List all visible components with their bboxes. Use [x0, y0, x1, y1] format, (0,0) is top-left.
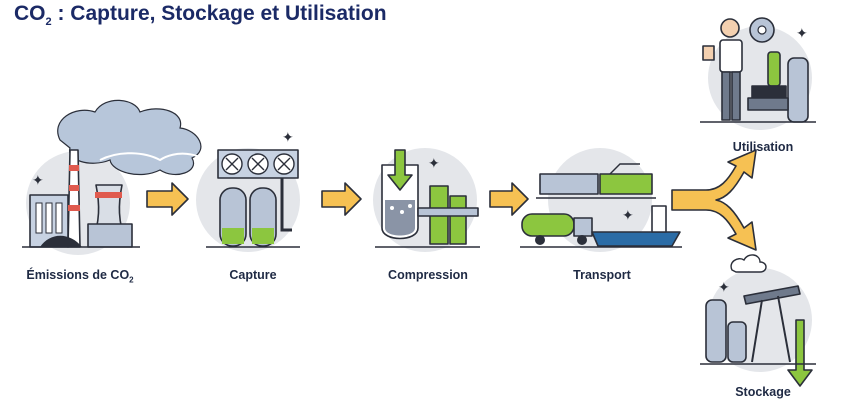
- label-transport: Transport: [573, 268, 631, 282]
- emissions-illustration: ✦: [22, 99, 211, 255]
- stockage-illustration: ✦: [700, 254, 816, 387]
- split-arrow: [671, 149, 757, 251]
- coal-pile: [40, 235, 82, 247]
- thumbs-up-icon: [702, 45, 715, 61]
- person-head: [720, 18, 740, 38]
- label-emissions: Émissions de CO2: [26, 268, 134, 285]
- sparkle-icon: ✦: [428, 155, 440, 171]
- storage-tank: [705, 299, 727, 363]
- compression-illustration: ✦: [373, 148, 480, 252]
- capture-illustration: ✦: [196, 129, 300, 252]
- train-car: [539, 173, 599, 195]
- down-arrow-icon: [387, 149, 413, 191]
- fan-icon: [221, 153, 295, 175]
- smoke-cloud: [57, 99, 202, 175]
- sparkle-icon: ✦: [282, 129, 294, 145]
- sparkle-icon: ✦: [622, 207, 634, 223]
- flow-arrow-2: [321, 182, 362, 216]
- ship: [591, 231, 681, 247]
- title-subscript: 2: [45, 16, 52, 29]
- down-arrow-icon: [787, 319, 813, 387]
- cloud-icon: [730, 254, 767, 273]
- label-stockage: Stockage: [735, 385, 791, 399]
- chimney: [67, 149, 81, 248]
- transport-illustration: ✦: [520, 148, 682, 252]
- page-title: CO2 : Capture, Stockage et Utilisation: [14, 2, 387, 28]
- tanker-truck: [521, 213, 575, 237]
- label-compression: Compression: [388, 268, 468, 282]
- sparkle-icon: ✦: [796, 25, 808, 41]
- title-co: CO: [14, 2, 46, 25]
- title-rest: : Capture, Stockage et Utilisation: [51, 2, 387, 25]
- label-utilisation: Utilisation: [732, 140, 794, 154]
- locomotive: [599, 173, 653, 195]
- flow-arrow-1: [146, 182, 189, 216]
- sparkle-icon: ✦: [32, 172, 44, 188]
- bottle-icon: [767, 51, 781, 87]
- sparkle-icon: ✦: [718, 279, 730, 295]
- utilisation-illustration: ✦: [700, 17, 816, 130]
- label-capture: Capture: [229, 268, 277, 282]
- flow-arrow-3: [489, 182, 529, 216]
- pumpjack: [743, 285, 801, 305]
